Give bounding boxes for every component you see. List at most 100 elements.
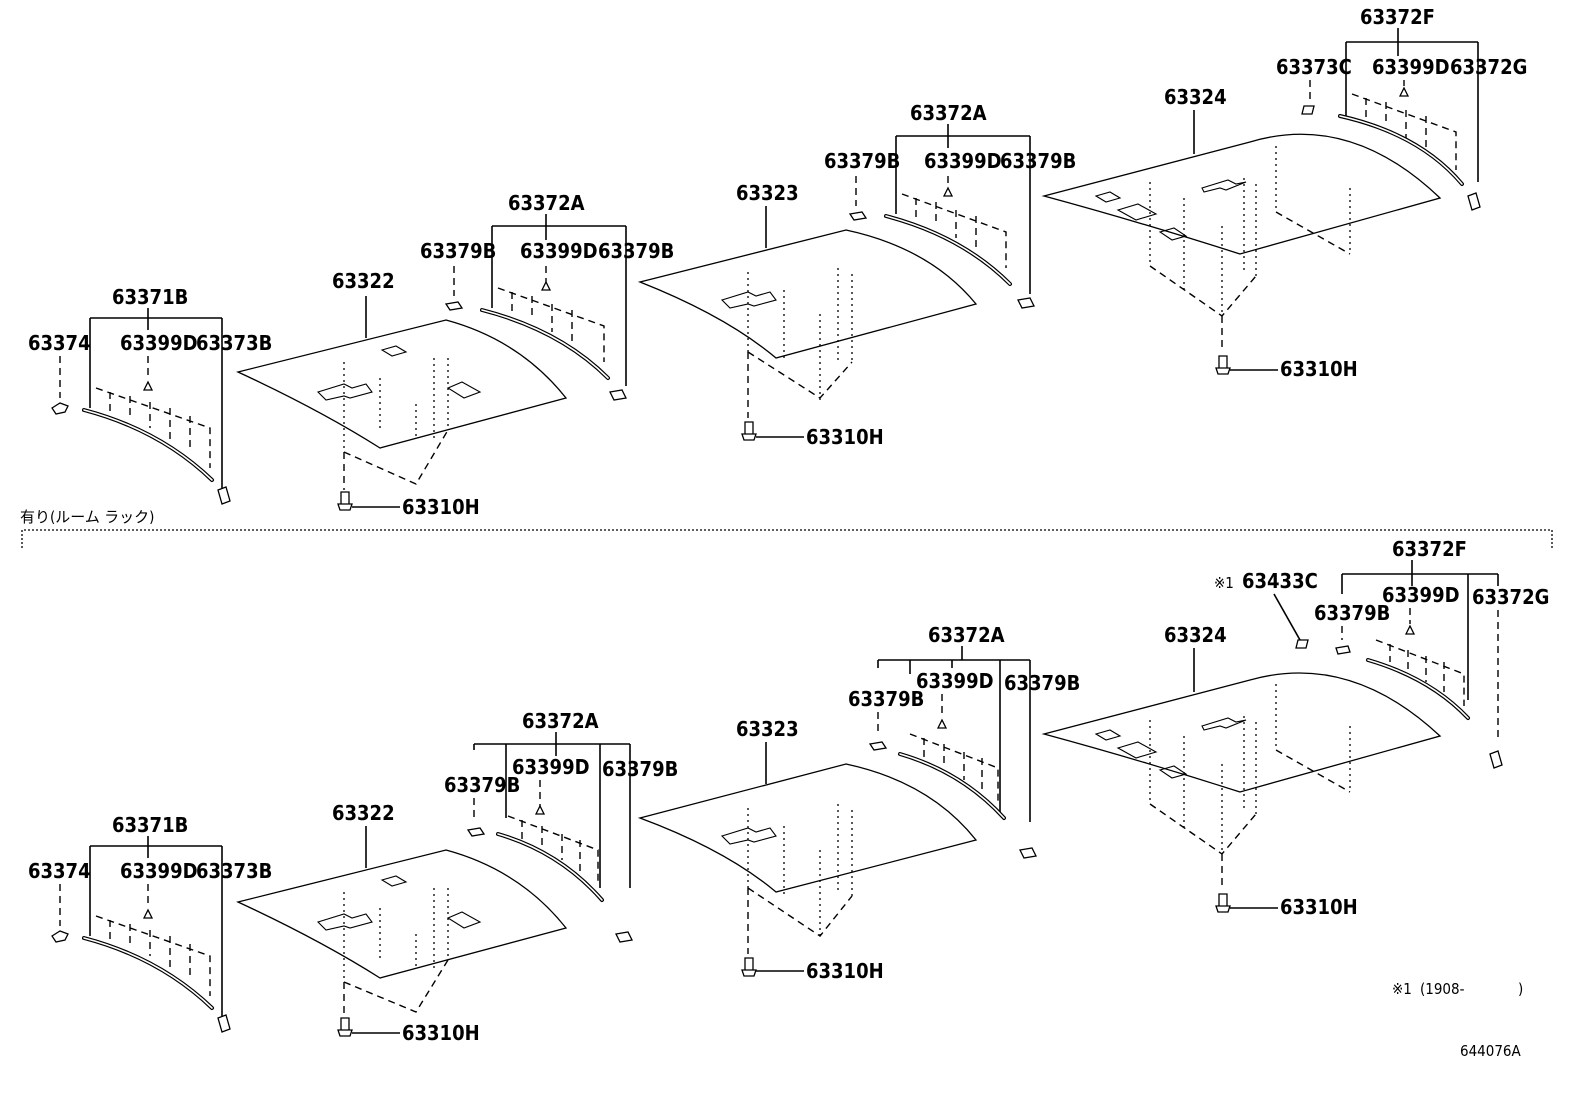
label-63371b: 63371B: [112, 285, 188, 309]
label-63399d: 63399D: [924, 149, 1002, 173]
fastener-clip-icon: [337, 491, 353, 511]
top-panel-63324: 63324 63310H 63372F 63373C: [1041, 5, 1527, 381]
roof-headliner-panel: [637, 763, 978, 893]
end-bracket-icon: [1489, 750, 1503, 769]
footnote-text: (1908-: [1420, 980, 1465, 998]
top-rail-group-63371b: 63371B 63374 63399D 63373B: [28, 285, 272, 505]
label-63399d: 63399D: [512, 755, 590, 779]
label-63399d: 63399D: [520, 239, 598, 263]
footnote-close: ): [1518, 980, 1523, 998]
label-63310h: 63310H: [806, 959, 884, 983]
label-63372a: 63372A: [522, 709, 599, 733]
label-63373c: 63373C: [1276, 55, 1352, 79]
label-63371b: 63371B: [112, 813, 188, 837]
label-63310h: 63310H: [402, 1021, 480, 1045]
label-63399d: 63399D: [916, 669, 994, 693]
label-63372a: 63372A: [508, 191, 585, 215]
label-63379b-right: 63379B: [1000, 149, 1076, 173]
end-bracket-icon: [1467, 192, 1481, 211]
bottom-panel-63322: 63322 63310H: [236, 801, 568, 1045]
footnote: ※1 (1908- ): [1392, 980, 1523, 998]
section-label: 有り(ルーム ラック): [20, 508, 154, 526]
end-cap-icon: [466, 827, 486, 837]
label-63399d: 63399D: [120, 331, 198, 355]
bottom-rail-group-63372a-1: 63372A 63379B 63399D 63379B: [444, 709, 678, 943]
label-63379b-left: 63379B: [420, 239, 496, 263]
figure-id: 644076A: [1460, 1042, 1522, 1060]
top-panel-63323: 63323 63310H 63372A 63379B 63399D 63379B: [637, 101, 1076, 449]
clip-icon: [1398, 86, 1410, 97]
end-cap-icon: [848, 211, 868, 221]
clip-icon: [1404, 624, 1416, 635]
label-63324: 63324: [1164, 85, 1227, 109]
end-cap-icon: [1335, 645, 1351, 655]
label-63379b-right: 63379B: [1004, 671, 1080, 695]
end-cap-icon: [609, 389, 627, 401]
end-cap-icon: [1019, 847, 1037, 859]
side-rail-icon: [82, 408, 214, 482]
label-63399d: 63399D: [120, 859, 198, 883]
fastener-clip-icon: [1215, 893, 1231, 913]
footnote-mark: ※1: [1392, 980, 1412, 998]
top-section: 63371B 63374 63399D 63373B 63322: [28, 5, 1527, 519]
label-63379b-right: 63379B: [602, 757, 678, 781]
fastener-clip-icon: [741, 421, 757, 441]
label-63324: 63324: [1164, 623, 1227, 647]
end-bracket-icon: [217, 486, 231, 505]
label-63322: 63322: [332, 269, 395, 293]
label-63372g: 63372G: [1472, 585, 1549, 609]
end-cap-icon: [444, 301, 464, 311]
bottom-panel-63324: 63324 63310H ※1 63433C 63372F: [1041, 537, 1549, 919]
bottom-panel-63323: 63323 63310H 63372A 63379B 63399D 63: [637, 623, 1080, 983]
bottom-section: 63371B 63374 63399D 63373B 63322: [28, 537, 1549, 1045]
roof-headliner-panel: [637, 229, 978, 359]
roof-headliner-panel: [1041, 133, 1442, 255]
label-63372a: 63372A: [928, 623, 1005, 647]
label-63322: 63322: [332, 801, 395, 825]
label-63379b: 63379B: [1314, 601, 1390, 625]
top-rail-group-63372a-1: 63372A 63379B 63399D 63379B: [420, 191, 674, 401]
end-cap-icon: [1017, 297, 1035, 309]
section-divider: 有り(ルーム ラック): [20, 508, 1553, 548]
label-63399d: 63399D: [1382, 583, 1460, 607]
label-63310h: 63310H: [402, 495, 480, 519]
footnote-mark: ※1: [1214, 574, 1234, 592]
roof-headliner-panel: [236, 319, 568, 449]
clip-icon: [142, 380, 154, 391]
end-cap-icon: [51, 930, 69, 943]
label-63374: 63374: [28, 859, 91, 883]
label-63399d: 63399D: [1372, 55, 1450, 79]
label-63372g: 63372G: [1450, 55, 1527, 79]
label-63323: 63323: [736, 181, 799, 205]
end-cap-icon: [868, 741, 888, 751]
side-rail-icon: [82, 936, 214, 1010]
roof-headliner-panel: [1041, 672, 1442, 793]
clip-icon: [936, 718, 948, 729]
fastener-clip-icon: [741, 957, 757, 977]
label-63433c: 63433C: [1242, 569, 1318, 593]
label-63379b-left: 63379B: [824, 149, 900, 173]
roof-headliner-panel: [236, 849, 568, 979]
label-63379b-right: 63379B: [598, 239, 674, 263]
label-63323: 63323: [736, 717, 799, 741]
end-cap-icon: [1301, 105, 1315, 115]
label-63379b-left: 63379B: [848, 687, 924, 711]
clip-icon: [142, 908, 154, 919]
label-63310h: 63310H: [806, 425, 884, 449]
end-cap-icon: [615, 931, 633, 943]
fastener-clip-icon: [337, 1017, 353, 1037]
end-bracket-icon: [217, 1014, 231, 1033]
label-63373b: 63373B: [196, 859, 272, 883]
label-63373b: 63373B: [196, 331, 272, 355]
label-63379b-left: 63379B: [444, 773, 520, 797]
end-cap-icon: [51, 402, 69, 415]
fastener-clip-icon: [1215, 355, 1231, 375]
label-63372f: 63372F: [1360, 5, 1435, 29]
clip-icon: [534, 804, 546, 815]
clip-icon: [942, 186, 954, 197]
top-panel-63322: 63322 63310H: [236, 269, 568, 519]
bottom-rail-group-63371b: 63371B 63374 63399D 63373B: [28, 813, 272, 1033]
label-63310h: 63310H: [1280, 895, 1358, 919]
end-cap-icon: [1295, 639, 1309, 649]
